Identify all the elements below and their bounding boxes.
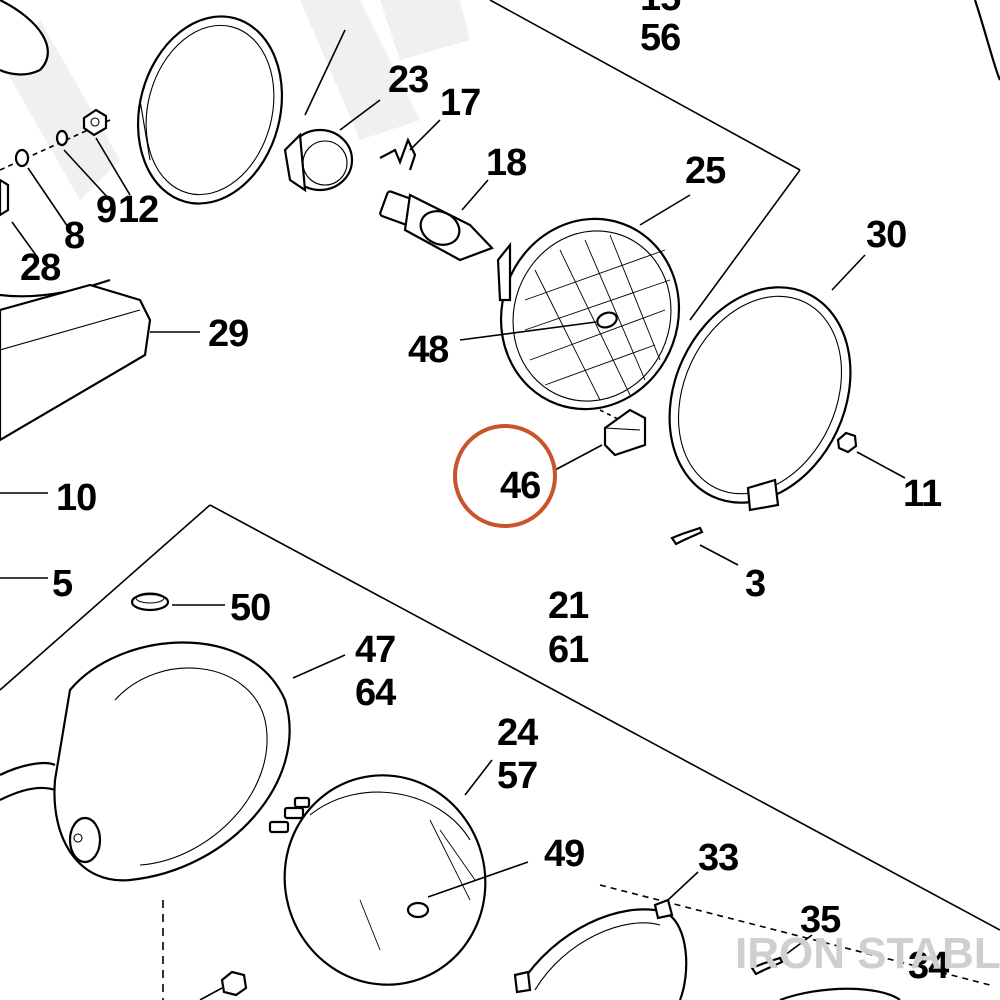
callout-23: 23	[388, 59, 428, 101]
callout-5: 5	[52, 563, 73, 605]
highlight-circle	[453, 424, 557, 528]
callout-24: 24	[497, 712, 538, 754]
callout-18: 18	[486, 142, 526, 184]
callout-29: 29	[208, 313, 248, 355]
bracket-arm	[0, 283, 200, 579]
callout-9: 9	[96, 189, 116, 231]
bulb-socket	[283, 29, 381, 193]
screw	[670, 526, 739, 566]
callout-17: 17	[440, 82, 480, 124]
callout-56: 56	[640, 17, 680, 59]
callout-labels: 15 56 23 17 18 25 9 12 8 28 29 48 30 46 …	[20, 0, 950, 987]
retaining-clip	[554, 408, 647, 471]
callout-28: 28	[20, 247, 60, 289]
rubber-washer	[130, 592, 225, 612]
callout-46: 46	[500, 465, 540, 507]
retaining-ring	[513, 871, 699, 1000]
small-screw	[750, 934, 813, 976]
callout-12: 12	[118, 189, 158, 231]
right-edge-curve	[973, 0, 1000, 81]
callout-15: 15	[640, 0, 681, 19]
spring-clip	[379, 119, 441, 171]
callout-30: 30	[866, 214, 906, 256]
callout-50: 50	[230, 587, 270, 629]
partial-housing-edge	[779, 987, 901, 1000]
callout-3: 3	[745, 563, 765, 605]
trim-ring	[668, 254, 866, 512]
callout-25: 25	[685, 150, 726, 192]
callout-35: 35	[800, 899, 841, 941]
callout-61: 61	[548, 629, 589, 671]
headlight-housing	[0, 641, 346, 882]
callout-11: 11	[903, 473, 942, 515]
callout-49: 49	[544, 833, 584, 875]
callout-10: 10	[56, 477, 96, 519]
callout-21: 21	[548, 585, 589, 627]
nut	[836, 431, 906, 479]
headlight-lens	[459, 194, 691, 411]
callout-47: 47	[355, 629, 395, 671]
large-ring-partial	[0, 0, 284, 205]
sealed-beam-unit	[268, 759, 529, 986]
callout-57: 57	[497, 755, 537, 797]
watermark-text: IRON STABLE	[735, 929, 1000, 978]
headlight-bulb	[379, 179, 494, 262]
callout-48: 48	[408, 329, 448, 371]
bottom-nut	[199, 970, 248, 1000]
callout-34: 34	[908, 945, 949, 987]
screw-assembly	[0, 108, 131, 298]
callout-33: 33	[698, 837, 738, 879]
callout-8: 8	[64, 215, 84, 257]
callout-64: 64	[355, 672, 396, 714]
